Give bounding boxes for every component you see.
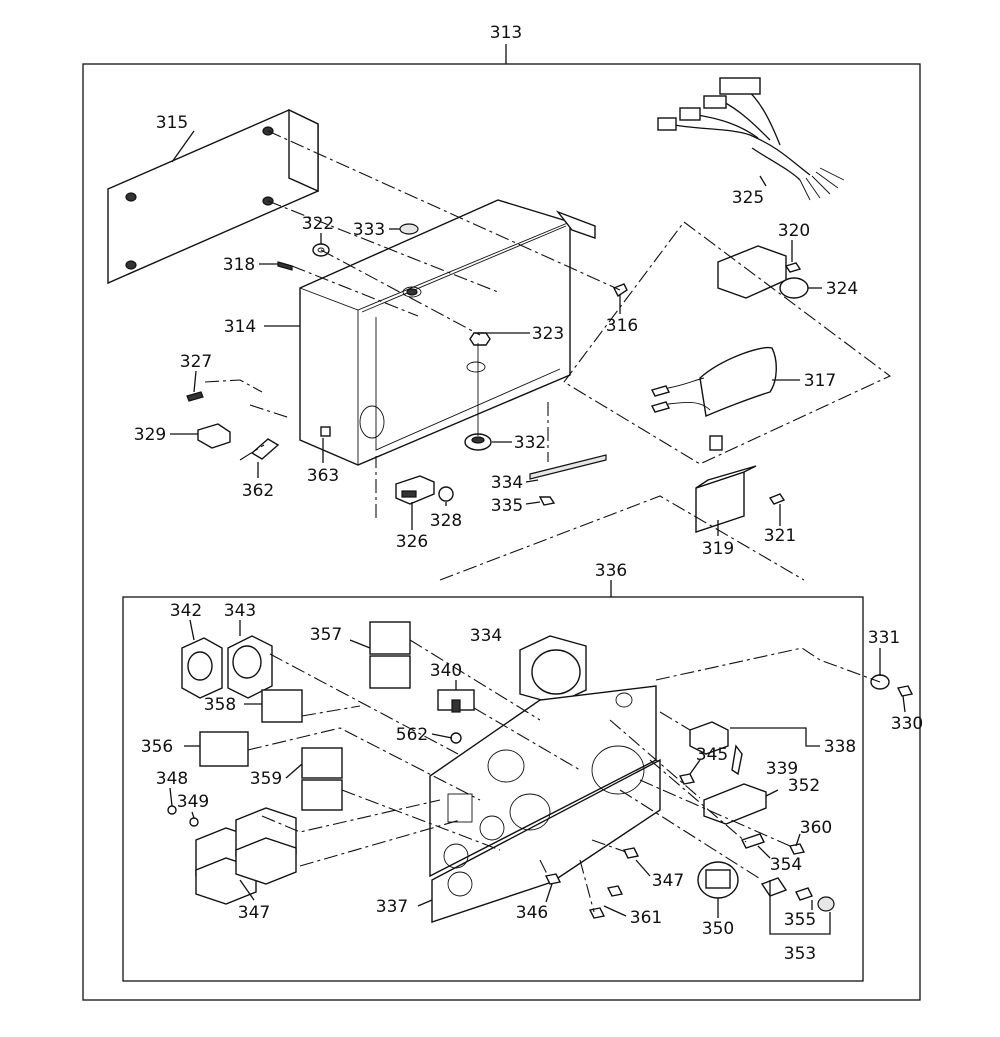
- part-label-331: 331: [868, 628, 900, 648]
- part-label-316: 316: [606, 316, 638, 336]
- part-label-325: 325: [732, 188, 764, 208]
- panel-number-label: 336: [595, 561, 627, 581]
- part-label-327: 327: [180, 352, 212, 372]
- part-label-356: 356: [141, 737, 173, 757]
- part-label-361: 361: [630, 908, 662, 928]
- part-label-357: 357: [310, 625, 342, 645]
- part-label-317: 317: [804, 371, 836, 391]
- part-label-334-panel: 334: [470, 626, 502, 646]
- key-switch-part: [689, 721, 743, 776]
- part-label-360: 360: [800, 818, 832, 838]
- face-plate-part: [429, 685, 661, 923]
- part-label-343: 343: [224, 601, 256, 621]
- outer-assembly-frame: [82, 63, 921, 1001]
- part-label-333: 333: [353, 220, 385, 240]
- part-label-350: 350: [702, 919, 734, 939]
- part-label-347-left: 347: [238, 903, 270, 923]
- part-label-338: 338: [824, 737, 856, 757]
- part-label-362: 362: [242, 481, 274, 501]
- part-label-323: 323: [532, 324, 564, 344]
- transformer-part: [695, 465, 786, 533]
- receptacle-343-part: [227, 635, 273, 699]
- part-label-363: 363: [307, 466, 339, 486]
- control-panel-frame: [122, 596, 864, 982]
- part-label-332: 332: [514, 433, 546, 453]
- breaker-359-part: [301, 747, 343, 811]
- part-label-319: 319: [702, 539, 734, 559]
- breaker-358-part: [261, 689, 303, 723]
- twist-lock-receptacle-part: [519, 635, 587, 705]
- part-label-314: 314: [224, 317, 256, 337]
- side-plate-part: [107, 108, 319, 285]
- part-label-340: 340: [430, 661, 462, 681]
- toggle-switch-part: [437, 689, 475, 713]
- breaker-356-part: [199, 731, 249, 767]
- part-label-324: 324: [826, 279, 858, 299]
- receptacle-342-part: [181, 637, 223, 699]
- part-label-342: 342: [170, 601, 202, 621]
- wire-harness-part: [657, 77, 845, 201]
- circuit-board-part: [650, 346, 777, 451]
- part-label-355: 355: [784, 910, 816, 930]
- part-label-334-top: 334: [491, 473, 523, 493]
- indicator-lamp-part: [741, 833, 765, 849]
- part-label-329: 329: [134, 425, 166, 445]
- part-label-320: 320: [778, 221, 810, 241]
- hour-meter-part: [697, 861, 739, 899]
- fuse-holder-part: [703, 783, 767, 825]
- control-box-part: [299, 199, 596, 466]
- hardware-top: [186, 223, 628, 506]
- part-label-335: 335: [491, 496, 523, 516]
- part-label-353: 353: [784, 944, 816, 964]
- part-label-326: 326: [396, 532, 428, 552]
- pilot-lamp-part: [760, 877, 835, 912]
- part-label-354: 354: [770, 855, 802, 875]
- part-label-562: 562: [396, 725, 428, 745]
- part-label-330: 330: [891, 714, 923, 734]
- part-label-349: 349: [177, 792, 209, 812]
- breaker-357-part: [369, 621, 411, 689]
- leader-lines: [169, 130, 906, 935]
- relay-block-part: [717, 245, 809, 299]
- part-label-318: 318: [223, 255, 255, 275]
- duplex-receptacles-part: [195, 807, 297, 905]
- assembly-number-label: 313: [490, 23, 522, 43]
- part-label-359: 359: [250, 769, 282, 789]
- part-label-337: 337: [376, 897, 408, 917]
- part-label-345: 345: [696, 745, 728, 765]
- part-label-315: 315: [156, 113, 188, 133]
- part-label-358: 358: [204, 695, 236, 715]
- part-label-346: 346: [516, 903, 548, 923]
- part-label-321: 321: [764, 526, 796, 546]
- part-label-352: 352: [788, 776, 820, 796]
- part-label-347-right: 347: [652, 871, 684, 891]
- part-label-339: 339: [766, 759, 798, 779]
- screws-lower: [167, 674, 914, 919]
- part-label-322: 322: [302, 214, 334, 234]
- part-labels: 313 336 315 322 333 318 314 323 316 327 …: [134, 23, 923, 964]
- part-label-328: 328: [430, 511, 462, 531]
- assembly-lines: [204, 130, 892, 913]
- part-label-348: 348: [156, 769, 188, 789]
